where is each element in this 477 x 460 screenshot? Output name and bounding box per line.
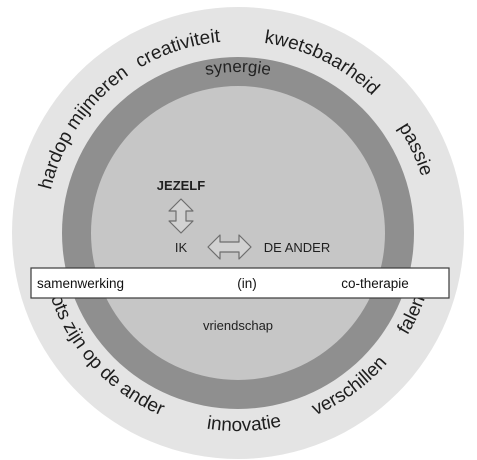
horizontal-double-arrow-icon [207,234,252,260]
band-label-samenwerking: samenwerking [37,276,124,291]
label-de-ander: DE ANDER [264,240,330,255]
label-jezelf: JEZELF [157,178,205,193]
middle-ring-word-synergie: synergie [203,57,272,79]
band-label-in: (in) [237,276,257,291]
label-vriendschap: vriendschap [203,318,273,333]
collaboration-band [30,267,450,299]
vertical-double-arrow-icon [168,198,194,234]
band-label-co-therapie: co-therapie [341,276,409,291]
label-ik: IK [175,240,188,255]
inner-disk [91,86,385,380]
